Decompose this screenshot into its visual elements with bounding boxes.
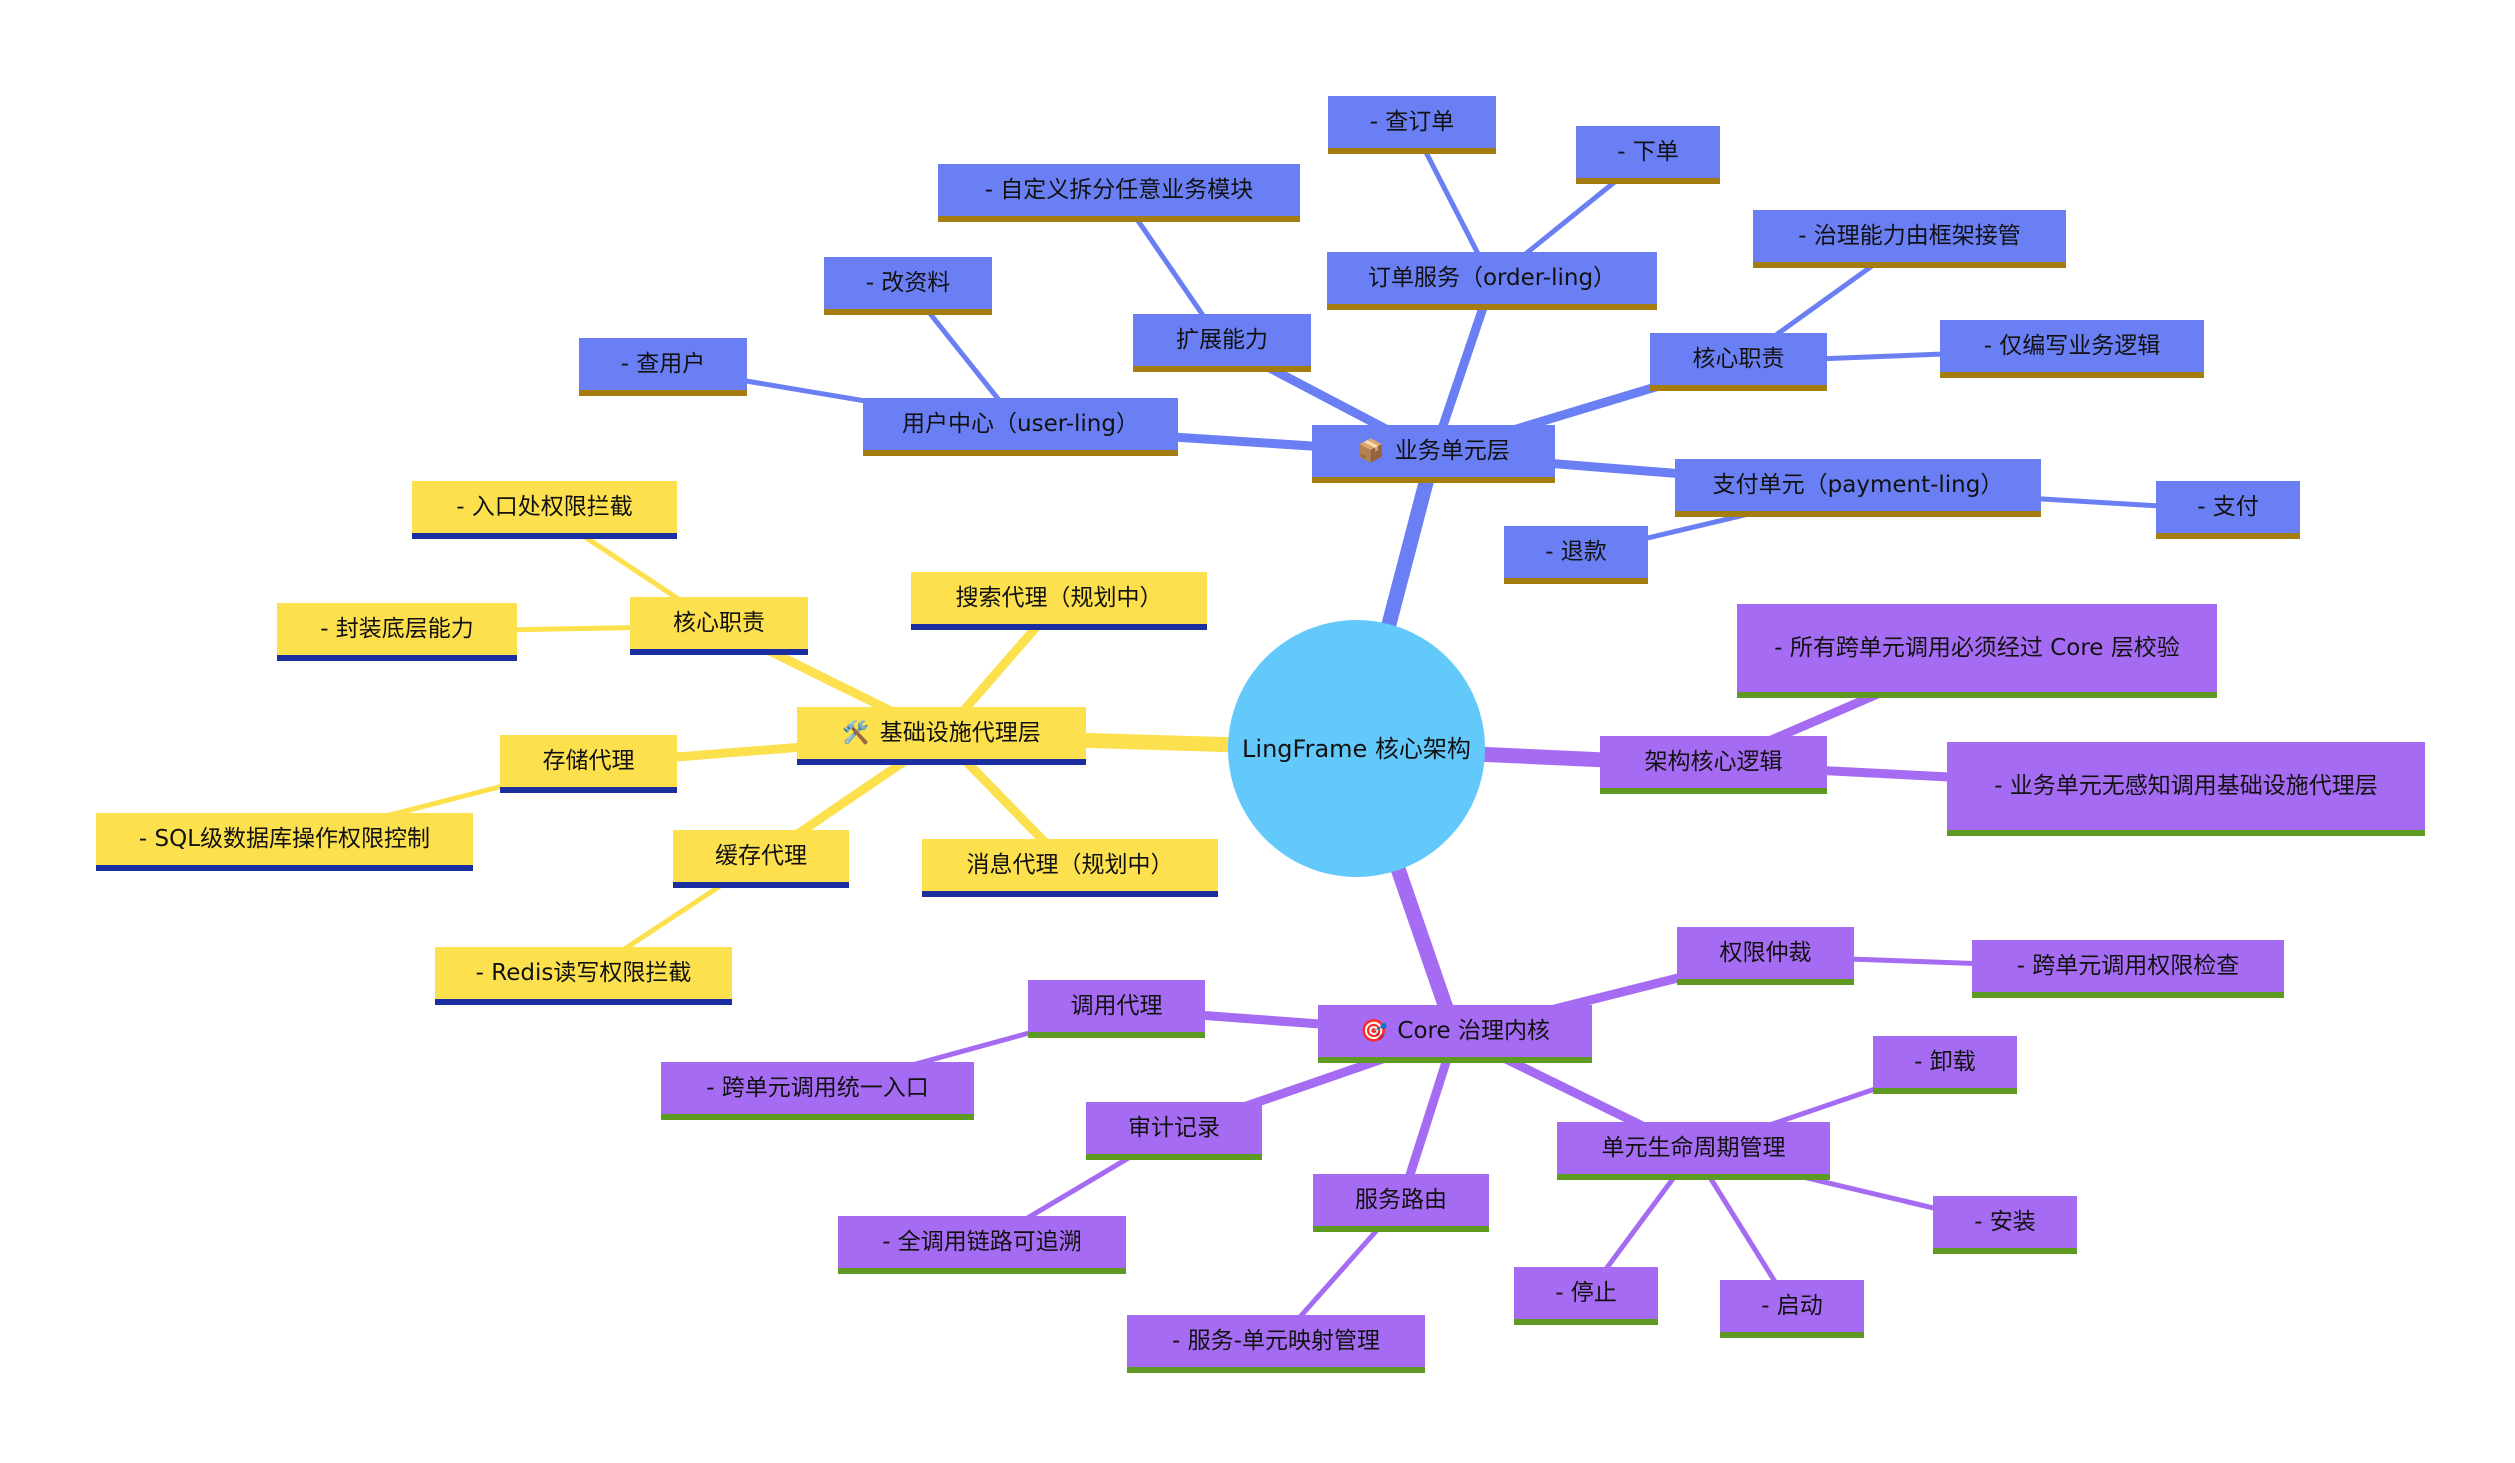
start-node[interactable]: - 启动 (1720, 1280, 1864, 1338)
encapsulate-node[interactable]: - 封装底层能力 (277, 603, 517, 661)
lifecycle-node[interactable]: 单元生命周期管理 (1557, 1122, 1830, 1180)
service-routing-label: 服务路由 (1355, 1186, 1447, 1213)
order-service-label: 订单服务（order-ling） (1367, 264, 1617, 291)
call-proxy-node[interactable]: 调用代理 (1028, 980, 1205, 1038)
permission-arbitration-node[interactable]: 权限仲裁 (1677, 927, 1854, 985)
infra-duty-node[interactable]: 核心职责 (630, 597, 808, 655)
cache-proxy-label: 缓存代理 (715, 842, 807, 869)
sql-permission-node[interactable]: - SQL级数据库操作权限控制 (96, 813, 473, 871)
center-node[interactable]: LingFrame 核心架构 (1228, 620, 1485, 877)
message-proxy-label: 消息代理（规划中） (966, 851, 1174, 878)
user-query-label: - 查用户 (620, 350, 706, 377)
call-proxy-label: 调用代理 (1070, 992, 1163, 1019)
traceable-chain-label: - 全调用链路可追溯 (882, 1228, 1082, 1255)
start-label: - 启动 (1761, 1292, 1823, 1319)
tools-icon: 🛠️ (842, 720, 870, 746)
cross-unit-permission-label: - 跨单元调用权限检查 (2016, 952, 2240, 979)
service-mapping-node[interactable]: - 服务-单元映射管理 (1127, 1315, 1425, 1373)
transparent-infra-call-node[interactable]: - 业务单元无感知调用基础设施代理层 (1947, 742, 2425, 836)
service-routing-node[interactable]: 服务路由 (1313, 1174, 1489, 1232)
entry-permission-node[interactable]: - 入口处权限拦截 (412, 481, 677, 539)
business-duty-node[interactable]: 核心职责 (1650, 333, 1827, 391)
custom-split-node[interactable]: - 自定义拆分任意业务模块 (938, 164, 1300, 222)
unified-entry-label: - 跨单元调用统一入口 (706, 1074, 929, 1101)
architecture-logic-node[interactable]: 架构核心逻辑 (1600, 736, 1827, 794)
search-proxy-node[interactable]: 搜索代理（规划中） (911, 572, 1207, 630)
business-logic-only-label: - 仅编写业务逻辑 (1983, 332, 2161, 359)
service-mapping-label: - 服务-单元映射管理 (1172, 1327, 1380, 1354)
permission-arbitration-label: 权限仲裁 (1719, 939, 1812, 966)
core-kernel-node[interactable]: 🎯 Core 治理内核 (1318, 1005, 1592, 1063)
business-layer-label: 业务单元层 (1394, 437, 1510, 464)
uninstall-node[interactable]: - 卸载 (1873, 1036, 2017, 1094)
place-order-label: - 下单 (1617, 138, 1679, 165)
payment-unit-node[interactable]: 支付单元（payment-ling） (1675, 459, 2041, 517)
uninstall-label: - 卸载 (1914, 1048, 1976, 1075)
business-logic-only-node[interactable]: - 仅编写业务逻辑 (1940, 320, 2204, 378)
architecture-logic-label: 架构核心逻辑 (1644, 748, 1783, 775)
cache-proxy-node[interactable]: 缓存代理 (673, 830, 849, 888)
custom-split-label: - 自定义拆分任意业务模块 (984, 176, 1254, 203)
business-layer-node[interactable]: 📦 业务单元层 (1312, 425, 1555, 483)
refund-label: - 退款 (1545, 538, 1607, 565)
infra-layer-label: 基础设施代理层 (879, 719, 1041, 746)
audit-log-node[interactable]: 审计记录 (1086, 1102, 1262, 1160)
payment-unit-label: 支付单元（payment-ling） (1712, 471, 2004, 498)
cross-unit-validation-label: - 所有跨单元调用必须经过 Core 层校验 (1774, 634, 2180, 661)
redis-permission-node[interactable]: - Redis读写权限拦截 (435, 947, 732, 1005)
user-query-node[interactable]: - 查用户 (579, 338, 747, 396)
user-center-label: 用户中心（user-ling） (902, 410, 1139, 437)
storage-proxy-node[interactable]: 存储代理 (500, 735, 677, 793)
pay-label: - 支付 (2197, 493, 2259, 520)
entry-permission-label: - 入口处权限拦截 (456, 493, 633, 520)
order-service-node[interactable]: 订单服务（order-ling） (1327, 252, 1657, 310)
cross-unit-permission-node[interactable]: - 跨单元调用权限检查 (1972, 940, 2284, 998)
infra-layer-node[interactable]: 🛠️ 基础设施代理层 (797, 707, 1086, 765)
governance-framework-label: - 治理能力由框架接管 (1798, 222, 2021, 249)
infra-duty-label: 核心职责 (673, 609, 765, 636)
stop-node[interactable]: - 停止 (1514, 1267, 1658, 1325)
message-proxy-node[interactable]: 消息代理（规划中） (922, 839, 1218, 897)
user-center-node[interactable]: 用户中心（user-ling） (863, 398, 1178, 456)
place-order-node[interactable]: - 下单 (1576, 126, 1720, 184)
target-icon: 🎯 (1360, 1018, 1388, 1044)
transparent-infra-call-label: - 业务单元无感知调用基础设施代理层 (1994, 772, 2378, 799)
core-kernel-label: Core 治理内核 (1397, 1017, 1550, 1044)
lifecycle-label: 单元生命周期管理 (1601, 1134, 1786, 1161)
business-duty-label: 核心职责 (1692, 345, 1785, 372)
pay-node[interactable]: - 支付 (2156, 481, 2300, 539)
stop-label: - 停止 (1555, 1279, 1617, 1306)
center-node-label: LingFrame 核心架构 (1242, 734, 1471, 763)
sql-permission-label: - SQL级数据库操作权限控制 (138, 825, 431, 852)
order-query-node[interactable]: - 查订单 (1328, 96, 1496, 154)
cross-unit-validation-node[interactable]: - 所有跨单元调用必须经过 Core 层校验 (1737, 604, 2217, 698)
unified-entry-node[interactable]: - 跨单元调用统一入口 (661, 1062, 974, 1120)
storage-proxy-label: 存储代理 (542, 747, 635, 774)
order-query-label: - 查订单 (1369, 108, 1455, 135)
install-node[interactable]: - 安装 (1933, 1196, 2077, 1254)
search-proxy-label: 搜索代理（规划中） (955, 584, 1163, 611)
encapsulate-label: - 封装底层能力 (320, 615, 474, 642)
extension-label: 扩展能力 (1176, 326, 1268, 353)
extension-node[interactable]: 扩展能力 (1133, 314, 1311, 372)
package-icon: 📦 (1357, 438, 1385, 464)
profile-edit-label: - 改资料 (865, 269, 951, 296)
governance-framework-node[interactable]: - 治理能力由框架接管 (1753, 210, 2066, 268)
traceable-chain-node[interactable]: - 全调用链路可追溯 (838, 1216, 1126, 1274)
profile-edit-node[interactable]: - 改资料 (824, 257, 992, 315)
install-label: - 安装 (1974, 1208, 2036, 1235)
refund-node[interactable]: - 退款 (1504, 526, 1648, 584)
redis-permission-label: - Redis读写权限拦截 (475, 959, 692, 986)
audit-log-label: 审计记录 (1128, 1114, 1220, 1141)
